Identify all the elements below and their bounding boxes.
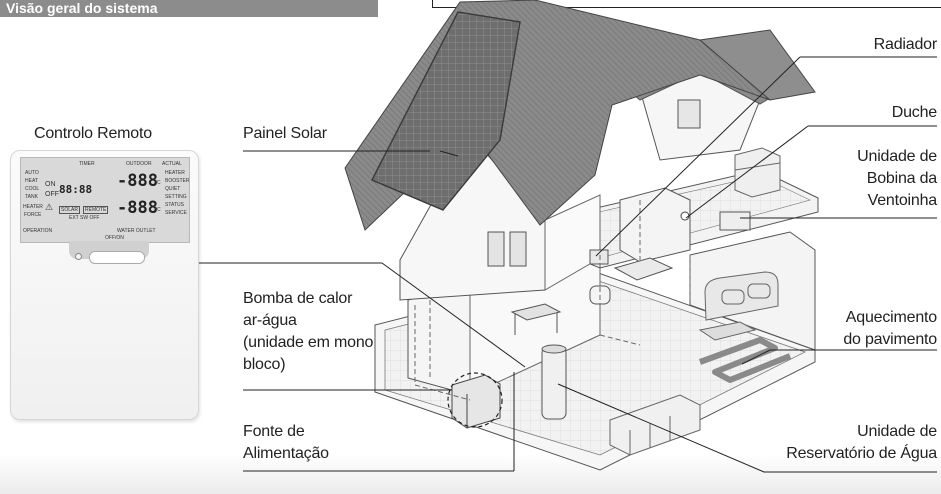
leader-solar-tip xyxy=(439,150,459,157)
dining-table xyxy=(510,303,562,335)
lcd-outdoor-temp: -888 xyxy=(117,171,158,191)
fan-coil-line-1: Unidade de xyxy=(857,148,937,165)
floor-heating-coils-right xyxy=(698,337,792,383)
lcd-service: SERVICE xyxy=(165,210,187,216)
top-caption-frame xyxy=(432,0,941,8)
shower-label: Duche xyxy=(891,104,937,121)
water-tank-label: Unidade de Reservatório de Água xyxy=(786,421,937,465)
lcd-clock: 88:88 xyxy=(59,183,93,196)
leader-floor xyxy=(741,349,771,365)
radiator-label: Radiador xyxy=(873,36,938,53)
lcd-timer: TIMER xyxy=(79,161,95,167)
lcd-outdoor: OUTDOOR xyxy=(126,161,152,167)
ground-floor-left-wall xyxy=(407,284,471,396)
shelf-unit xyxy=(734,147,781,198)
coffee-table xyxy=(698,321,757,341)
power-supply-label: Fonte de Alimentação xyxy=(243,421,329,465)
leader-remote xyxy=(381,262,526,368)
lcd-heater-left: HEATER xyxy=(23,204,43,210)
lcd-heat: HEAT xyxy=(25,178,38,184)
lcd-setting: SETTING xyxy=(165,194,187,200)
operation-led xyxy=(75,253,82,260)
leader-radiator xyxy=(595,56,801,257)
water-tank-line-2: Reservatório de Água xyxy=(786,445,937,462)
water-tank-line-1: Unidade de xyxy=(857,423,937,440)
lcd-remote: REMOTE xyxy=(83,206,109,214)
fan-coil-unit xyxy=(719,211,751,231)
lcd-water-temp: -888 xyxy=(117,198,158,218)
lcd-unit-1: °C xyxy=(155,180,161,186)
power-supply-line-1: Fonte de xyxy=(243,423,305,440)
lcd-booster: BOOSTER xyxy=(165,178,190,184)
section-title: Visão geral do sistema xyxy=(6,0,158,16)
leader-tank xyxy=(557,383,765,473)
offon-button[interactable] xyxy=(89,251,145,264)
shower-head xyxy=(680,211,690,221)
solar-panel xyxy=(371,11,521,211)
heat-pump-label: Bomba de calor ar-água (unidade em mono … xyxy=(243,288,373,376)
section-header-bar: Visão geral do sistema xyxy=(0,0,378,17)
callout-lines xyxy=(196,56,937,473)
lcd-status: STATUS xyxy=(165,202,184,208)
heat-pump-line-3: (unidade em mono xyxy=(243,334,374,351)
floor-heating-line-2: do pavimento xyxy=(843,331,937,348)
remote-title-label: Controlo Remoto xyxy=(34,125,152,142)
floor-heating-label: Aquecimento do pavimento xyxy=(843,307,937,351)
lcd-force: FORCE xyxy=(24,212,42,218)
radiator-unit xyxy=(589,249,609,265)
lcd-offon: OFF/ON xyxy=(105,235,124,241)
power-supply-line-2: Alimentação xyxy=(243,445,329,462)
lcd-tank: TANK xyxy=(25,194,38,200)
lcd-ext: EXT SW OFF xyxy=(69,215,100,221)
heat-pump-highlight xyxy=(447,372,503,428)
leader-shower xyxy=(685,125,809,219)
fan-coil-label: Unidade de Bobina da Ventoinha xyxy=(857,146,937,212)
warning-icon: ⚠ xyxy=(45,202,54,212)
rear-roof xyxy=(698,29,816,101)
lcd-unit-2: °C xyxy=(155,207,161,213)
remote-controller: TIMER OUTDOOR ACTUAL AUTO HEAT COOL TANK… xyxy=(10,150,199,420)
water-tank xyxy=(541,344,567,420)
lcd-cool: COOL xyxy=(25,186,40,192)
pipe-lines xyxy=(414,200,691,401)
floor-heating-line-1: Aquecimento xyxy=(845,309,937,326)
lcd-auto: AUTO xyxy=(25,170,39,176)
lcd-heater-right: HEATER xyxy=(165,170,185,176)
lcd-water-outlet: WATER OUTLET xyxy=(117,228,156,234)
lcd-actual: ACTUAL xyxy=(162,161,182,167)
fan-coil-line-3: Ventoinha xyxy=(867,192,938,209)
remote-lcd-screen: TIMER OUTDOOR ACTUAL AUTO HEAT COOL TANK… xyxy=(20,157,190,243)
lcd-operation: OPERATION xyxy=(23,228,53,234)
lcd-off: OFF xyxy=(45,191,59,198)
lcd-quiet: QUIET xyxy=(165,186,181,192)
fan-coil-line-2: Bobina da xyxy=(866,170,937,187)
heat-pump-line-4: bloco) xyxy=(243,356,286,373)
solar-panel-label: Painel Solar xyxy=(243,125,327,142)
sofa xyxy=(704,271,779,321)
lcd-solar: SOLAR xyxy=(59,206,80,214)
ground-shadow xyxy=(0,454,941,494)
heat-pump-line-1: Bomba de calor xyxy=(243,290,353,307)
front-windows xyxy=(487,231,527,267)
lcd-on: ON xyxy=(45,181,56,188)
heat-pump-line-2: ar-água xyxy=(243,312,297,329)
